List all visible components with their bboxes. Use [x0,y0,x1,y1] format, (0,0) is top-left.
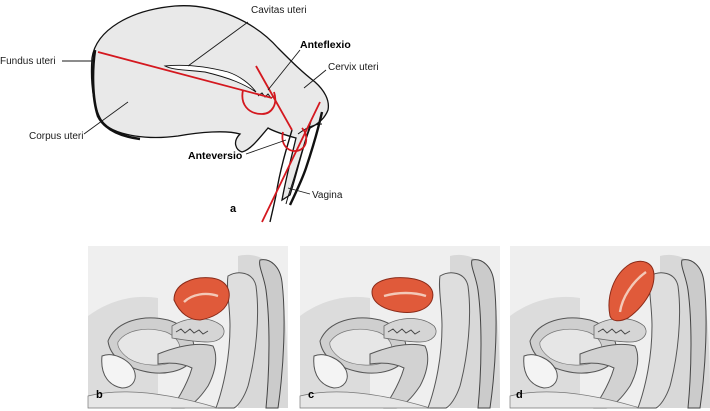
uterine-cavity [383,291,427,298]
panel-b-pelvis-illustration: b [87,245,289,409]
panel-letter-c: c [308,389,314,401]
leader-anteflexio [267,49,301,91]
cavity-slit [163,64,257,93]
vaginal-fornix [297,123,323,135]
uterus-body-outline [90,5,330,202]
label-fundus-uteri: Fundus uteri [0,56,56,67]
panel-letter-b: b [96,389,103,401]
label-vagina: Vagina [312,190,343,201]
vaginal-wall-posterior [288,111,324,206]
uterus-horizontal [371,277,434,313]
label-anteflexio: Anteflexio [300,39,351,51]
vagina-axis [261,101,321,223]
uterus-anteflexed [173,277,230,321]
uterine-cavity [183,292,219,303]
panel-d-pelvis-illustration: d [509,245,710,409]
leader-vagina [287,187,311,195]
panel-letter-d: d [516,389,523,401]
anteversio-angle-arc [281,127,308,152]
leader-anteversio [245,139,287,155]
panel-a-schematic: Cavitas uteri Fundus uteri Anteflexio Ce… [0,5,379,223]
label-cervix-uteri: Cervix uteri [328,62,379,73]
anteflexio-angle-arc [241,89,277,115]
cervix-axis [255,65,293,131]
fundus-edge [91,49,141,141]
panel-c-pelvis-illustration: c [299,245,501,409]
panel-letter-a: a [230,203,237,215]
label-corpus-uteri: Corpus uteri [29,131,83,142]
uterine-cavity [618,271,647,313]
leader-cervix [303,69,327,89]
leader-cavitas [187,21,249,67]
leader-corpus [83,101,129,135]
label-anteversio: Anteversio [188,150,242,162]
label-cavitas-uteri: Cavitas uteri [251,5,307,16]
